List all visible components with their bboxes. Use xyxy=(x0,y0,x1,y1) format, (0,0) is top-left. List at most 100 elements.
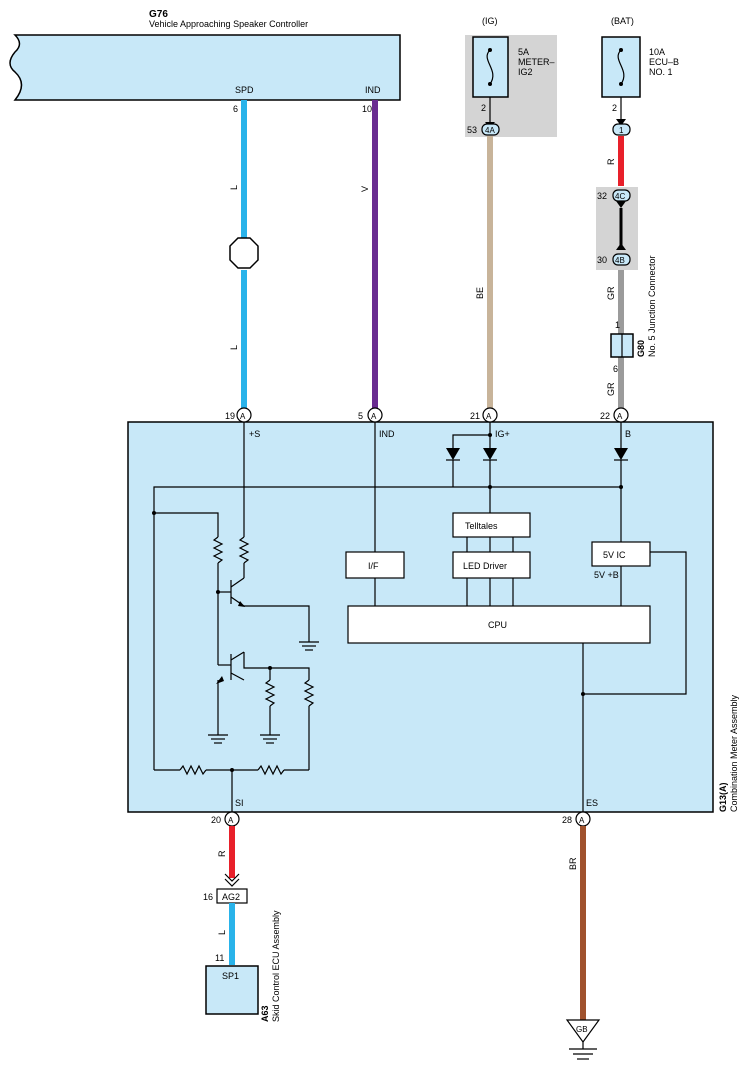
connector-4a: 4A xyxy=(485,126,495,135)
g80-code: G80 xyxy=(636,340,646,357)
ig-fuse: (IG) 5A METER– IG2 2 4A 53 xyxy=(465,16,557,137)
ig-fuse-rating: 5A xyxy=(518,47,529,57)
bat-fuse-name-2: NO. 1 xyxy=(649,67,673,77)
svg-text:A: A xyxy=(486,412,492,421)
connector-sp1: SP1 xyxy=(222,971,239,981)
wire-label-bat-gr1: GR xyxy=(606,286,616,300)
svg-text:22: 22 xyxy=(600,411,610,421)
ground-gb: GB xyxy=(565,1019,601,1060)
g80-pin-top: 1 xyxy=(615,320,620,330)
diode-icon xyxy=(446,448,460,460)
meter-pin-20-name: SI xyxy=(235,798,244,808)
wire-label-bat-gr2: GR xyxy=(606,382,616,396)
wire-label-spd-bottom: L xyxy=(229,345,239,350)
ground-icon xyxy=(208,734,228,744)
if-label: I/F xyxy=(368,561,379,571)
svg-text:+S: +S xyxy=(249,429,260,439)
wires-top: 1 6 L L V BE R GR GR G80 No. 5 Junction … xyxy=(229,100,657,408)
wire-label-bat-r: R xyxy=(606,158,616,165)
ground-icon xyxy=(299,641,319,651)
svg-text:A: A xyxy=(617,412,623,421)
g76-pin-spd-num: 6 xyxy=(233,104,238,114)
wire-label-es: BR xyxy=(568,857,578,870)
meter-pin-28-name: ES xyxy=(586,798,598,808)
connector-4b: 4B xyxy=(615,256,625,265)
resistor-icon xyxy=(238,536,250,564)
connector-1: 1 xyxy=(619,126,624,135)
bat-fuse-rating: 10A xyxy=(649,47,665,57)
connector-4a-pin: 53 xyxy=(467,125,477,135)
svg-text:A: A xyxy=(240,412,246,421)
meter-pin-28: A 28 xyxy=(562,811,591,827)
wire-label-spd-top: L xyxy=(229,185,239,190)
wire-label-ig: BE xyxy=(475,287,485,299)
wire-label-si-l: L xyxy=(217,930,227,935)
g76-controller: G76 Vehicle Approaching Speaker Controll… xyxy=(9,9,401,114)
connector-ag2-label: AG2 xyxy=(222,892,240,902)
bat-fuse-pin: 2 xyxy=(612,103,617,113)
if-block xyxy=(345,551,405,579)
wire-label-si-r: R xyxy=(217,850,227,857)
bat-fuse-name-1: ECU–B xyxy=(649,57,679,67)
wire-label-ind: V xyxy=(360,186,370,192)
ig-fuse-name-2: IG2 xyxy=(518,67,533,77)
meter-pin-20: A 20 xyxy=(211,811,240,827)
resistor-icon xyxy=(257,764,285,776)
svg-text:A: A xyxy=(228,816,234,825)
svg-text:B: B xyxy=(625,429,631,439)
svg-text:A: A xyxy=(579,816,585,825)
resistor-icon xyxy=(179,764,207,776)
svg-text:20: 20 xyxy=(211,815,221,825)
ground-icon xyxy=(260,734,280,744)
connector-4c: 4C xyxy=(615,192,625,201)
cpu-block xyxy=(347,605,651,644)
led-driver-block xyxy=(452,551,531,579)
diode-icon xyxy=(483,448,497,460)
ig-fuse-pin: 2 xyxy=(481,103,486,113)
bat-fuse-group: (BAT) xyxy=(611,16,634,26)
g13-name: Combination Meter Assembly xyxy=(729,694,739,812)
svg-text:5: 5 xyxy=(358,411,363,421)
internal-circuit: Telltales LED Driver I/F 5V IC 5V +B CPU xyxy=(152,422,687,812)
5v-ic-label: 5V IC xyxy=(603,550,626,560)
connector-ag2-pin: 16 xyxy=(203,892,213,902)
svg-text:IND: IND xyxy=(379,429,395,439)
cpu-label: CPU xyxy=(488,620,507,630)
5v-ic-block xyxy=(591,541,651,567)
ig-fuse-group: (IG) xyxy=(482,16,498,26)
in-line-connector-octagon xyxy=(229,237,259,269)
junction-4c-4b: 4C 32 4B 30 xyxy=(596,187,638,270)
resistor-icon xyxy=(264,679,276,707)
resistor-icon xyxy=(303,679,315,707)
combination-meter-assembly: A 19 +S A 5 IND A 21 IG+ A 22 B xyxy=(127,407,739,827)
meter-pin-19: A 19 +S xyxy=(225,407,260,439)
g76-name: Vehicle Approaching Speaker Controller xyxy=(149,19,308,29)
svg-text:A: A xyxy=(371,412,377,421)
svg-text:28: 28 xyxy=(562,815,572,825)
g80-name: No. 5 Junction Connector xyxy=(647,255,657,357)
a63-name: Skid Control ECU Assembly xyxy=(271,910,281,1022)
a63-code: A63 xyxy=(260,1005,270,1022)
g13-code: G13(A) xyxy=(718,782,728,812)
skid-control-ecu: SP1 A63 Skid Control ECU Assembly xyxy=(205,910,281,1022)
g76-code: G76 xyxy=(149,9,168,20)
5v-b-label: 5V +B xyxy=(594,570,619,580)
resistor-icon xyxy=(212,536,224,564)
telltales-label: Telltales xyxy=(465,521,498,531)
ground-icon xyxy=(569,1048,597,1060)
svg-text:21: 21 xyxy=(470,411,480,421)
led-driver-label: LED Driver xyxy=(463,561,507,571)
bat-fuse: (BAT) 10A ECU–B NO. 1 2 1 xyxy=(601,16,679,136)
ig-fuse-name-1: METER– xyxy=(518,57,555,67)
g76-pin-ind-num: 10 xyxy=(362,104,372,114)
connector-4b-pin: 30 xyxy=(597,255,607,265)
connector-sp1-pin: 11 xyxy=(215,953,224,963)
wires-bottom: AG2 16 R L 11 BR xyxy=(203,826,586,1020)
ground-label: GB xyxy=(576,1025,588,1034)
svg-text:19: 19 xyxy=(225,411,235,421)
connector-4c-pin: 32 xyxy=(597,191,607,201)
svg-text:IG+: IG+ xyxy=(495,429,510,439)
diode-icon xyxy=(614,448,628,460)
g76-pin-ind-name: IND xyxy=(365,85,381,95)
